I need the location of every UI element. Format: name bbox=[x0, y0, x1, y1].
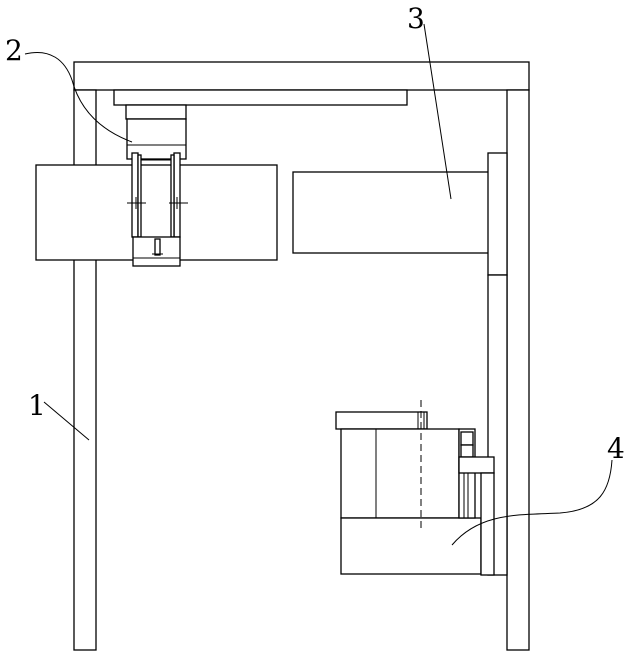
right-clamp-arm-inner bbox=[171, 155, 174, 237]
machine-upper-body bbox=[341, 429, 459, 518]
right-column bbox=[507, 90, 529, 650]
callout-4: 4 bbox=[607, 432, 625, 465]
left-clamp-arm-inner bbox=[138, 155, 141, 237]
feeder-block bbox=[293, 172, 489, 253]
machine-top-cap bbox=[336, 412, 427, 429]
left-clamp-arm-outer bbox=[132, 153, 138, 237]
gripper-pin-slot bbox=[155, 239, 160, 255]
guide-rail bbox=[114, 90, 407, 105]
side-block-1 bbox=[461, 432, 473, 445]
side-block-2 bbox=[461, 445, 473, 457]
callout-2: 2 bbox=[5, 34, 23, 67]
feeder-mount-plate bbox=[488, 153, 507, 275]
top-beam bbox=[74, 62, 529, 90]
callout-3: 3 bbox=[407, 2, 425, 35]
machine-base bbox=[341, 518, 481, 574]
lower-machine bbox=[336, 400, 494, 575]
right-clamp-arm-outer bbox=[174, 153, 180, 237]
side-arm bbox=[459, 457, 494, 473]
callout-1: 1 bbox=[28, 389, 46, 422]
gripper-carriage-top bbox=[126, 105, 186, 119]
side-post bbox=[481, 473, 494, 575]
